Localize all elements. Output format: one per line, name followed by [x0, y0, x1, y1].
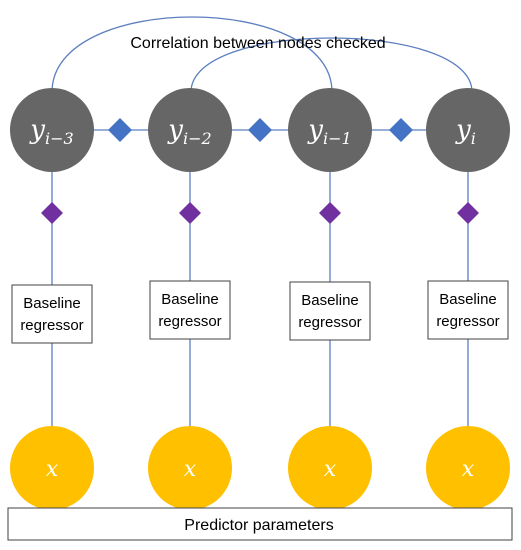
- output-node-1-base: y: [29, 115, 45, 145]
- input-node-2-label: x: [184, 457, 197, 482]
- link-diamond-3: [389, 118, 413, 142]
- input-node-2: x: [148, 426, 232, 510]
- correlation-arc-outer: [51, 16, 333, 93]
- regressor-diamond-2: [179, 202, 201, 224]
- regressor-box-1: Baseline regressor: [11, 284, 93, 344]
- regressor-1-line2: regressor: [20, 317, 83, 334]
- input-node-1-label: x: [46, 457, 59, 482]
- output-node-2-sub: i−2: [183, 129, 212, 148]
- regressor-box-2: Baseline regressor: [149, 280, 231, 340]
- output-node-3-base: y: [307, 115, 323, 145]
- svg-text:yi−1: yi−1: [307, 115, 351, 148]
- regressor-4-line1: Baseline: [439, 291, 497, 308]
- regressor-3-line2: regressor: [298, 314, 361, 331]
- svg-text:yi−2: yi−2: [167, 115, 211, 148]
- output-node-3: yi−1: [288, 88, 372, 172]
- output-node-2-base: y: [167, 115, 183, 145]
- regressor-diamond-3: [319, 202, 341, 224]
- output-node-4: yi: [426, 88, 510, 172]
- predictor-parameters-bar: Predictor parameters: [7, 507, 513, 541]
- regressor-3-line1: Baseline: [301, 292, 359, 309]
- output-node-1-sub: i−3: [45, 129, 74, 148]
- input-node-4-label: x: [462, 457, 475, 482]
- diagram-title: Correlation between nodes checked: [130, 35, 385, 52]
- input-node-1: x: [10, 426, 94, 510]
- regressor-diamond-1: [41, 202, 63, 224]
- output-node-1: yi−3: [10, 88, 94, 172]
- input-node-3: x: [288, 426, 372, 510]
- input-node-4: x: [426, 426, 510, 510]
- regressor-box-3: Baseline regressor: [289, 281, 371, 341]
- regressor-2-line1: Baseline: [161, 291, 219, 308]
- svg-text:yi: yi: [455, 115, 476, 148]
- correlation-arc-inner: [190, 37, 473, 93]
- link-diamond-2: [248, 118, 272, 142]
- regressor-2-line2: regressor: [158, 313, 221, 330]
- output-node-4-sub: i: [471, 129, 476, 148]
- predictor-parameters-label: Predictor parameters: [184, 517, 333, 534]
- regressor-box-4: Baseline regressor: [427, 280, 509, 340]
- output-node-3-sub: i−1: [323, 129, 352, 148]
- regressor-diamond-4: [457, 202, 479, 224]
- output-node-4-base: y: [455, 115, 471, 145]
- regressor-1-line1: Baseline: [23, 295, 81, 312]
- link-diamond-1: [108, 118, 132, 142]
- svg-text:yi−3: yi−3: [29, 115, 73, 148]
- regressor-4-line2: regressor: [436, 313, 499, 330]
- input-node-3-label: x: [324, 457, 337, 482]
- output-node-2: yi−2: [148, 88, 232, 172]
